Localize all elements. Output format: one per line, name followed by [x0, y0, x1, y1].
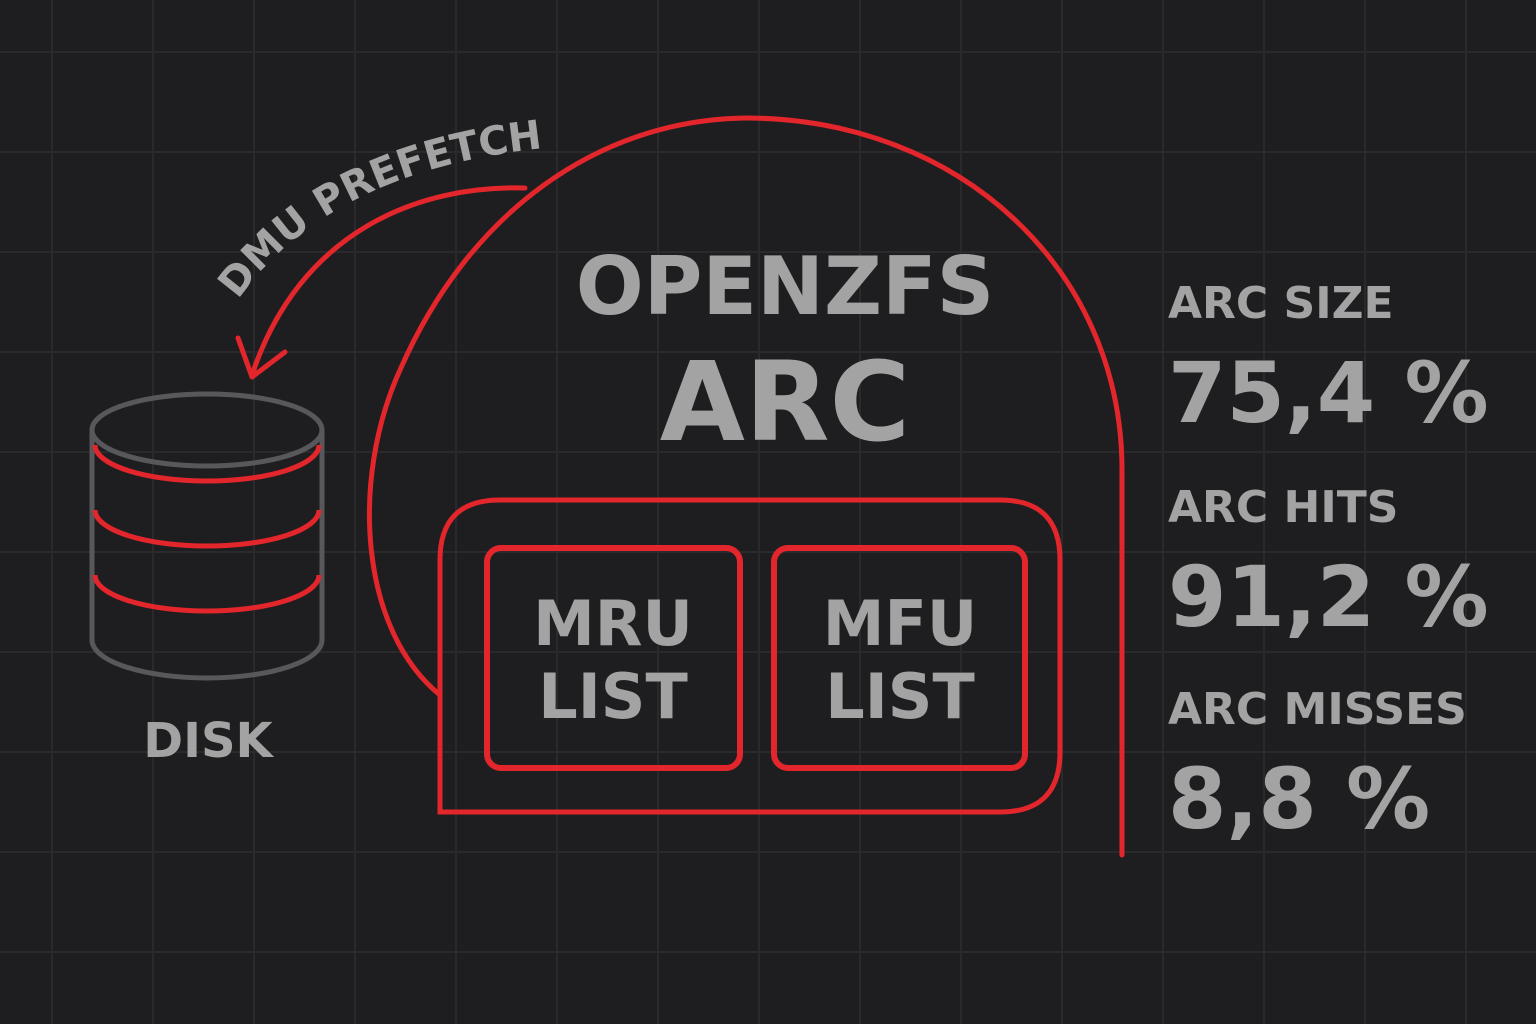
svg-text:8,8 %: 8,8 % — [1168, 750, 1430, 848]
mfu-list-box: MFU LIST — [771, 545, 1028, 771]
stat-arc-misses: ARC MISSES 8,8 % — [1168, 684, 1467, 848]
svg-text:75,4 %: 75,4 % — [1168, 344, 1489, 442]
prefetch-label: DMU PREFETCH — [209, 112, 544, 306]
stat-arc-hits: ARC HITS 91,2 % — [1168, 482, 1489, 646]
arrowhead-icon — [235, 335, 288, 380]
title-arc: ARC — [660, 338, 911, 466]
stat-arc-size: ARC SIZE 75,4 % — [1168, 278, 1489, 442]
prefetch-arrow — [249, 185, 528, 378]
title-openzfs: OPENZFS — [576, 240, 995, 333]
svg-text:LIST: LIST — [825, 660, 975, 733]
arc-outline — [366, 115, 1125, 858]
svg-text:91,2 %: 91,2 % — [1168, 548, 1489, 646]
svg-text:MFU: MFU — [823, 587, 977, 660]
svg-text:ARC MISSES: ARC MISSES — [1168, 684, 1467, 735]
svg-text:ARC SIZE: ARC SIZE — [1168, 278, 1394, 329]
svg-text:ARC HITS: ARC HITS — [1168, 482, 1398, 533]
disk-label: DISK — [143, 713, 274, 769]
lists-container — [437, 497, 1063, 815]
mru-list-box: MRU LIST — [484, 545, 743, 771]
disk-icon — [89, 391, 325, 681]
svg-text:LIST: LIST — [538, 660, 688, 733]
svg-text:MRU: MRU — [533, 587, 693, 660]
